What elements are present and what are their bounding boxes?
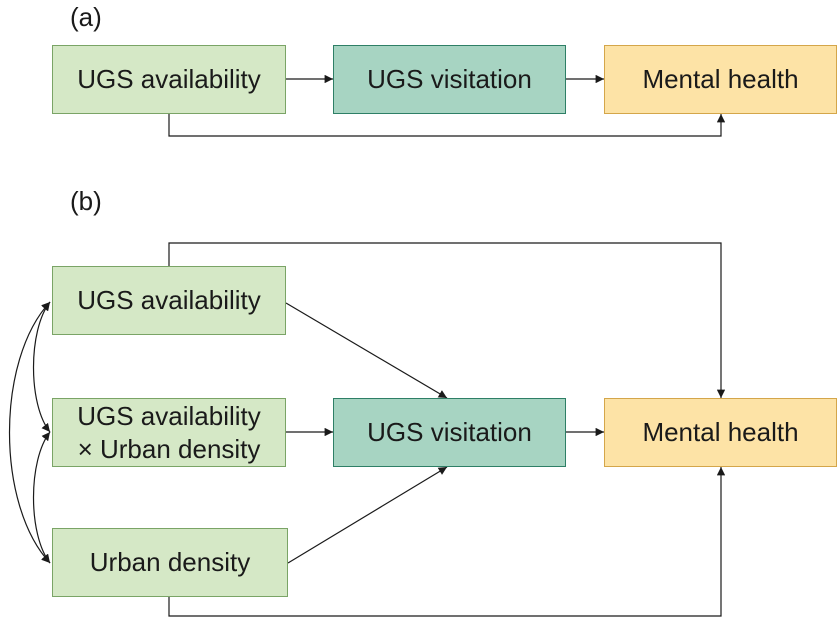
arrow-a-availability-to-mental-health [168,114,726,137]
node-b-ugs-availability: UGS availability [52,266,286,335]
arrow-b-availability-to-mental-health [168,242,726,398]
node-b-interaction-line1: UGS availability [77,401,261,431]
node-a-ugs-visitation: UGS visitation [333,45,566,114]
node-b-mental-health: Mental health [604,398,837,467]
arrow-b-availability-to-visitation [285,302,448,399]
node-b-ugs-visitation: UGS visitation [333,398,566,467]
node-b-urban-density: Urban density [52,528,288,597]
arrow-b-density-to-mental-health [168,467,726,617]
node-a-mental-health: Mental health [604,45,837,114]
covariance-availability-density [8,301,51,564]
panel-a-label: (a) [70,2,102,32]
panel-b-label: (b) [70,186,102,216]
arrow-b-density-to-visitation [287,466,448,564]
node-a-ugs-availability: UGS availability [52,45,286,114]
node-b-interaction-line2: × Urban density [77,433,261,464]
node-b-interaction: UGS availability × Urban density [52,398,286,467]
